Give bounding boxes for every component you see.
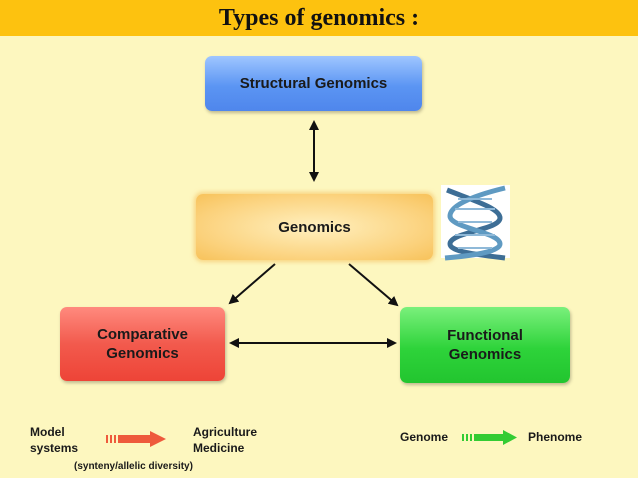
functional-genomics-node: Functional Genomics bbox=[400, 307, 570, 383]
legend-agriculture-label: Agriculture bbox=[193, 425, 258, 439]
legend-model-label: Model bbox=[30, 425, 65, 439]
legend-right-arrow bbox=[462, 430, 517, 445]
page-title: Types of genomics : bbox=[218, 4, 420, 31]
comparative-genomics-node: Comparative Genomics bbox=[60, 307, 225, 381]
legend-left-arrow bbox=[106, 431, 166, 447]
genomics-label: Genomics bbox=[278, 218, 351, 236]
legend-phenome-label: Phenome bbox=[528, 430, 583, 444]
legend-medicine-label: Medicine bbox=[193, 441, 245, 455]
legend-synteny-note: (synteny/allelic diversity) bbox=[74, 461, 193, 472]
legend-systems-label: systems bbox=[30, 441, 79, 455]
comparative-label-line1: Comparative bbox=[97, 326, 188, 343]
title-bar: Types of genomics : bbox=[0, 0, 638, 36]
legend-agri-medicine: Agriculture Medicine bbox=[193, 424, 257, 456]
arrow-genomics-functional bbox=[348, 263, 399, 307]
dna-helix-icon bbox=[441, 185, 510, 261]
arrow-genomics-comparative bbox=[228, 263, 276, 305]
legend-model-systems: Model systems bbox=[30, 424, 78, 456]
structural-genomics-node: Structural Genomics bbox=[205, 56, 422, 111]
legend-genome-label: Genome bbox=[400, 430, 449, 444]
comparative-label-line2: Genomics bbox=[106, 345, 179, 362]
functional-label-line1: Functional bbox=[447, 327, 523, 344]
genomics-node: Genomics bbox=[196, 194, 433, 260]
functional-label-line2: Genomics bbox=[448, 346, 522, 363]
structural-genomics-label: Structural Genomics bbox=[239, 75, 388, 92]
